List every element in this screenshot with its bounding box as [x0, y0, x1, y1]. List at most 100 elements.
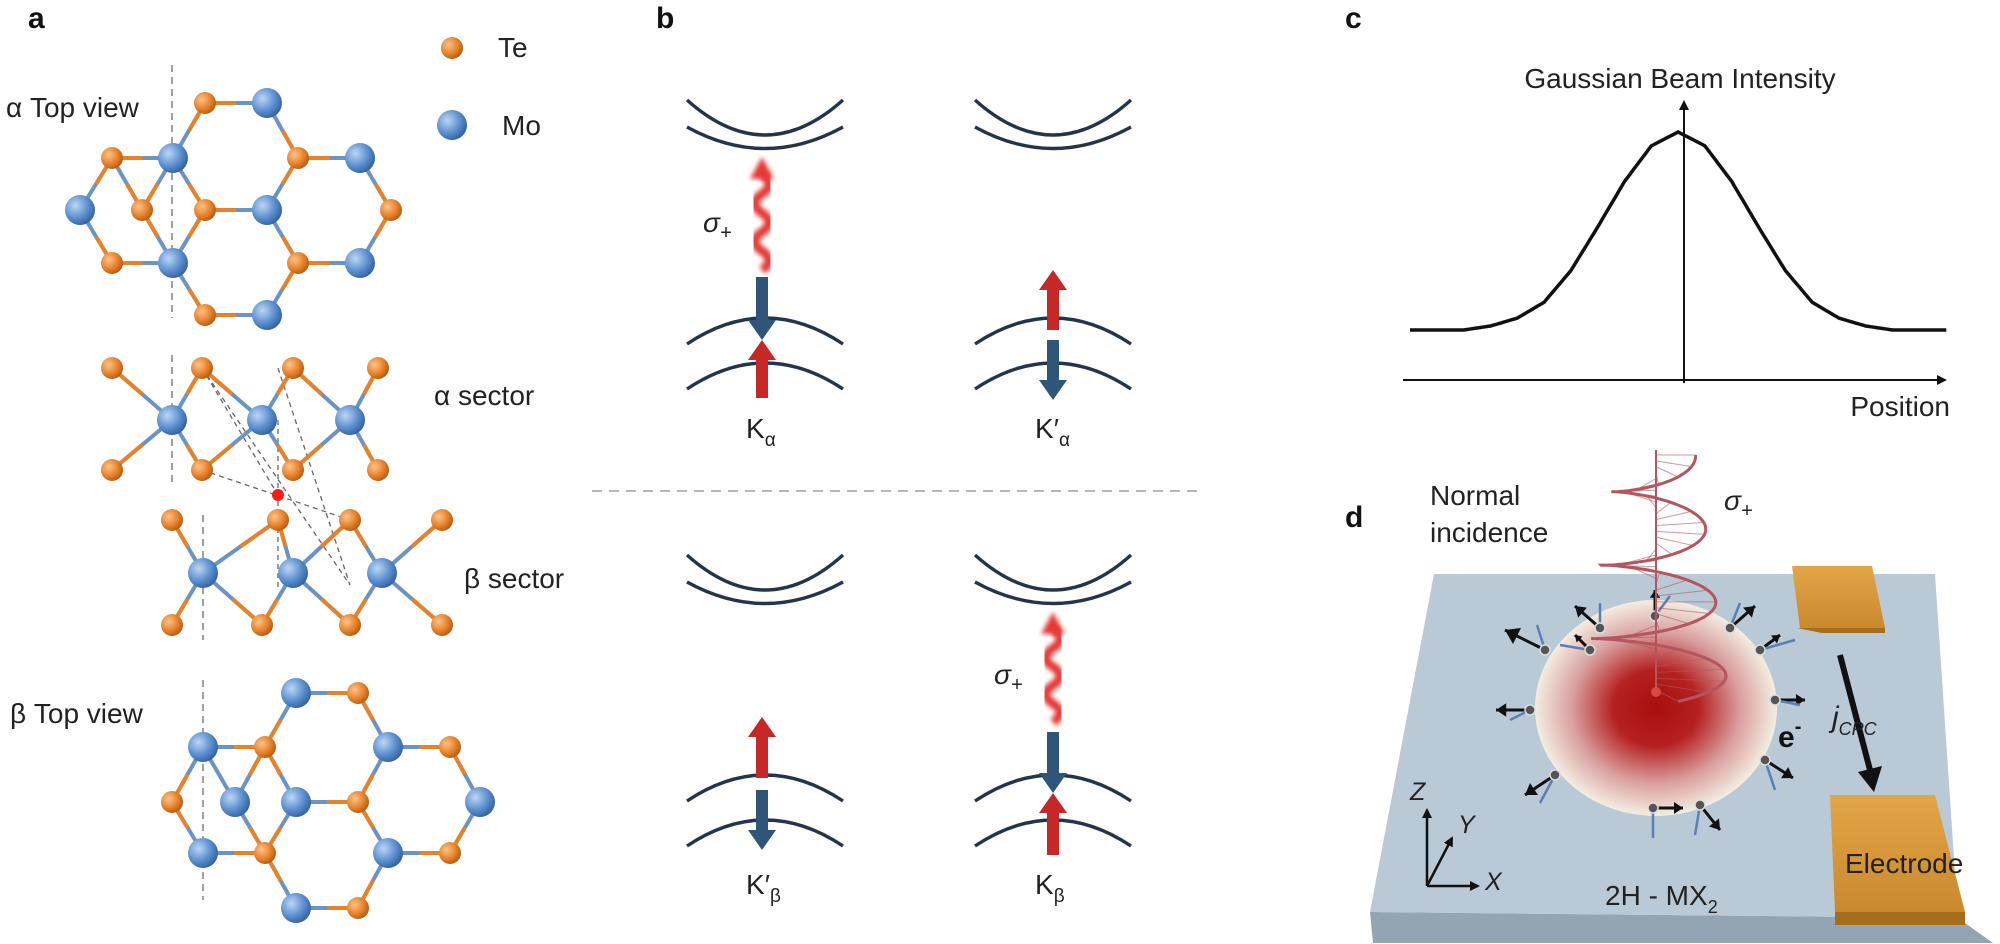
mo-atom: [465, 787, 495, 817]
mo-atom: [373, 732, 403, 762]
electron: [1584, 644, 1596, 656]
electron: [1647, 802, 1659, 814]
conduction-band: [685, 553, 845, 592]
sigma-plus-label-top: σ+: [703, 207, 732, 244]
spin-up-arrow: [756, 358, 768, 398]
te-atom: [101, 147, 123, 169]
helix-rung: [1655, 579, 1688, 591]
spin-down-arrow-head: [1039, 773, 1067, 793]
spin-down-arrow: [1047, 732, 1059, 775]
electron-velocity-arrow-head: [1496, 703, 1507, 717]
te-atom: [439, 842, 461, 864]
te-atom: [194, 199, 216, 221]
helix-rung: [1645, 548, 1657, 562]
circularly-polarized-light-icon: [1591, 450, 1728, 703]
electron: [1724, 622, 1736, 634]
te-atom: [267, 509, 289, 531]
mo-atom: [367, 558, 397, 588]
mo-atom: [158, 143, 188, 173]
helix-rung: [1655, 572, 1661, 585]
axis-x-label: X: [1484, 868, 1503, 896]
panel-label-b: b: [656, 2, 674, 35]
axis-y-label: Y: [1458, 811, 1477, 839]
electron: [1539, 644, 1551, 656]
alpha-top-view-label: α Top view: [6, 92, 140, 123]
valley-label-kprime-beta: K′β: [746, 869, 781, 907]
helix-curve: [1591, 455, 1728, 703]
beta-top-view-label: β Top view: [10, 698, 144, 729]
helix-rung: [1655, 510, 1692, 521]
axis-z-label: Z: [1409, 778, 1426, 806]
spin-down-arrow: [1047, 340, 1059, 382]
helix-rung: [1646, 495, 1657, 509]
mo-atom: [335, 405, 365, 435]
te-atom: [161, 509, 183, 531]
te-atom: [367, 459, 389, 481]
helix-rung: [1655, 683, 1708, 693]
mo-atom: [188, 838, 218, 868]
beta-sector-label: β sector: [464, 563, 564, 594]
te-atom: [282, 357, 304, 379]
te-atom: [131, 199, 153, 221]
spin-up-arrow: [1047, 811, 1059, 855]
te-atom: [194, 304, 216, 326]
spin-down-arrow: [756, 790, 768, 832]
normal-incidence-label-1: Normal: [1430, 480, 1520, 511]
te-atom: [101, 459, 123, 481]
conduction-band: [973, 553, 1133, 592]
mo-atom: [188, 732, 218, 762]
mo-atom: [157, 405, 187, 435]
helix-rung: [1655, 668, 1724, 673]
conduction-band: [974, 125, 1132, 151]
alpha-sector-label: α sector: [434, 380, 534, 411]
electron-velocity-arrow-head: [1709, 818, 1720, 830]
spin-up-arrow-head: [748, 340, 776, 360]
alpha-sector-lattice: [101, 357, 389, 481]
electron-velocity-arrow-head: [1771, 635, 1780, 644]
x-axis-label: Position: [1850, 391, 1950, 422]
mo-atom: [220, 787, 250, 817]
helix-rung: [1655, 677, 1725, 682]
panel-d: d Electrode jCPC Normal incidence σ+ e- …: [1345, 450, 1993, 943]
sigma-plus-label-bottom: σ+: [994, 659, 1023, 696]
sigma-plus-label-d: σ+: [1724, 485, 1753, 522]
helix-rung: [1655, 689, 1679, 702]
helix-rung: [1643, 642, 1657, 656]
lattice-structures: [65, 88, 495, 923]
inversion-center-dot: [272, 489, 284, 501]
mo-atom: [247, 405, 277, 435]
te-atom: [287, 252, 309, 274]
te-atom: [439, 736, 461, 758]
beta-top-view-lattice: [161, 678, 495, 923]
spin-up-arrow-head: [748, 717, 776, 737]
panel-a: a Te Mo α Top view α sector β sector β T…: [6, 2, 564, 923]
te-atom: [101, 357, 123, 379]
conduction-band: [973, 98, 1133, 137]
panel-label-a: a: [28, 2, 45, 35]
mo-atom: [281, 893, 311, 923]
conduction-band: [974, 580, 1132, 606]
spin-down-arrow: [756, 277, 768, 322]
current-arrow: [1837, 654, 1873, 771]
te-atom: [254, 736, 276, 758]
spin-up-arrow-head: [1039, 793, 1067, 813]
mo-atom: [188, 558, 218, 588]
helix-rung: [1655, 657, 1707, 667]
helix-rung: [1655, 589, 1708, 597]
te-atom: [347, 897, 369, 919]
te-atom: [194, 92, 216, 114]
te-atom: [254, 842, 276, 864]
gaussian-curve: [1410, 130, 1947, 332]
mo-atom: [158, 248, 188, 278]
valley-label-k-alpha: Kα: [746, 413, 776, 451]
electron-velocity-arrow-head: [1525, 783, 1538, 795]
mo-atom: [373, 838, 403, 868]
bottom-electrode: [1830, 795, 1965, 925]
electron-velocity-arrow-head: [1796, 694, 1805, 706]
valley-label-k-beta: Kβ: [1035, 869, 1065, 907]
conduction-band: [685, 98, 845, 137]
mo-atom: [278, 558, 308, 588]
panel-c: c Gaussian Beam Intensity Position: [1345, 2, 1950, 422]
normal-incidence-label-2: incidence: [1430, 517, 1548, 548]
electron: [1594, 622, 1606, 634]
